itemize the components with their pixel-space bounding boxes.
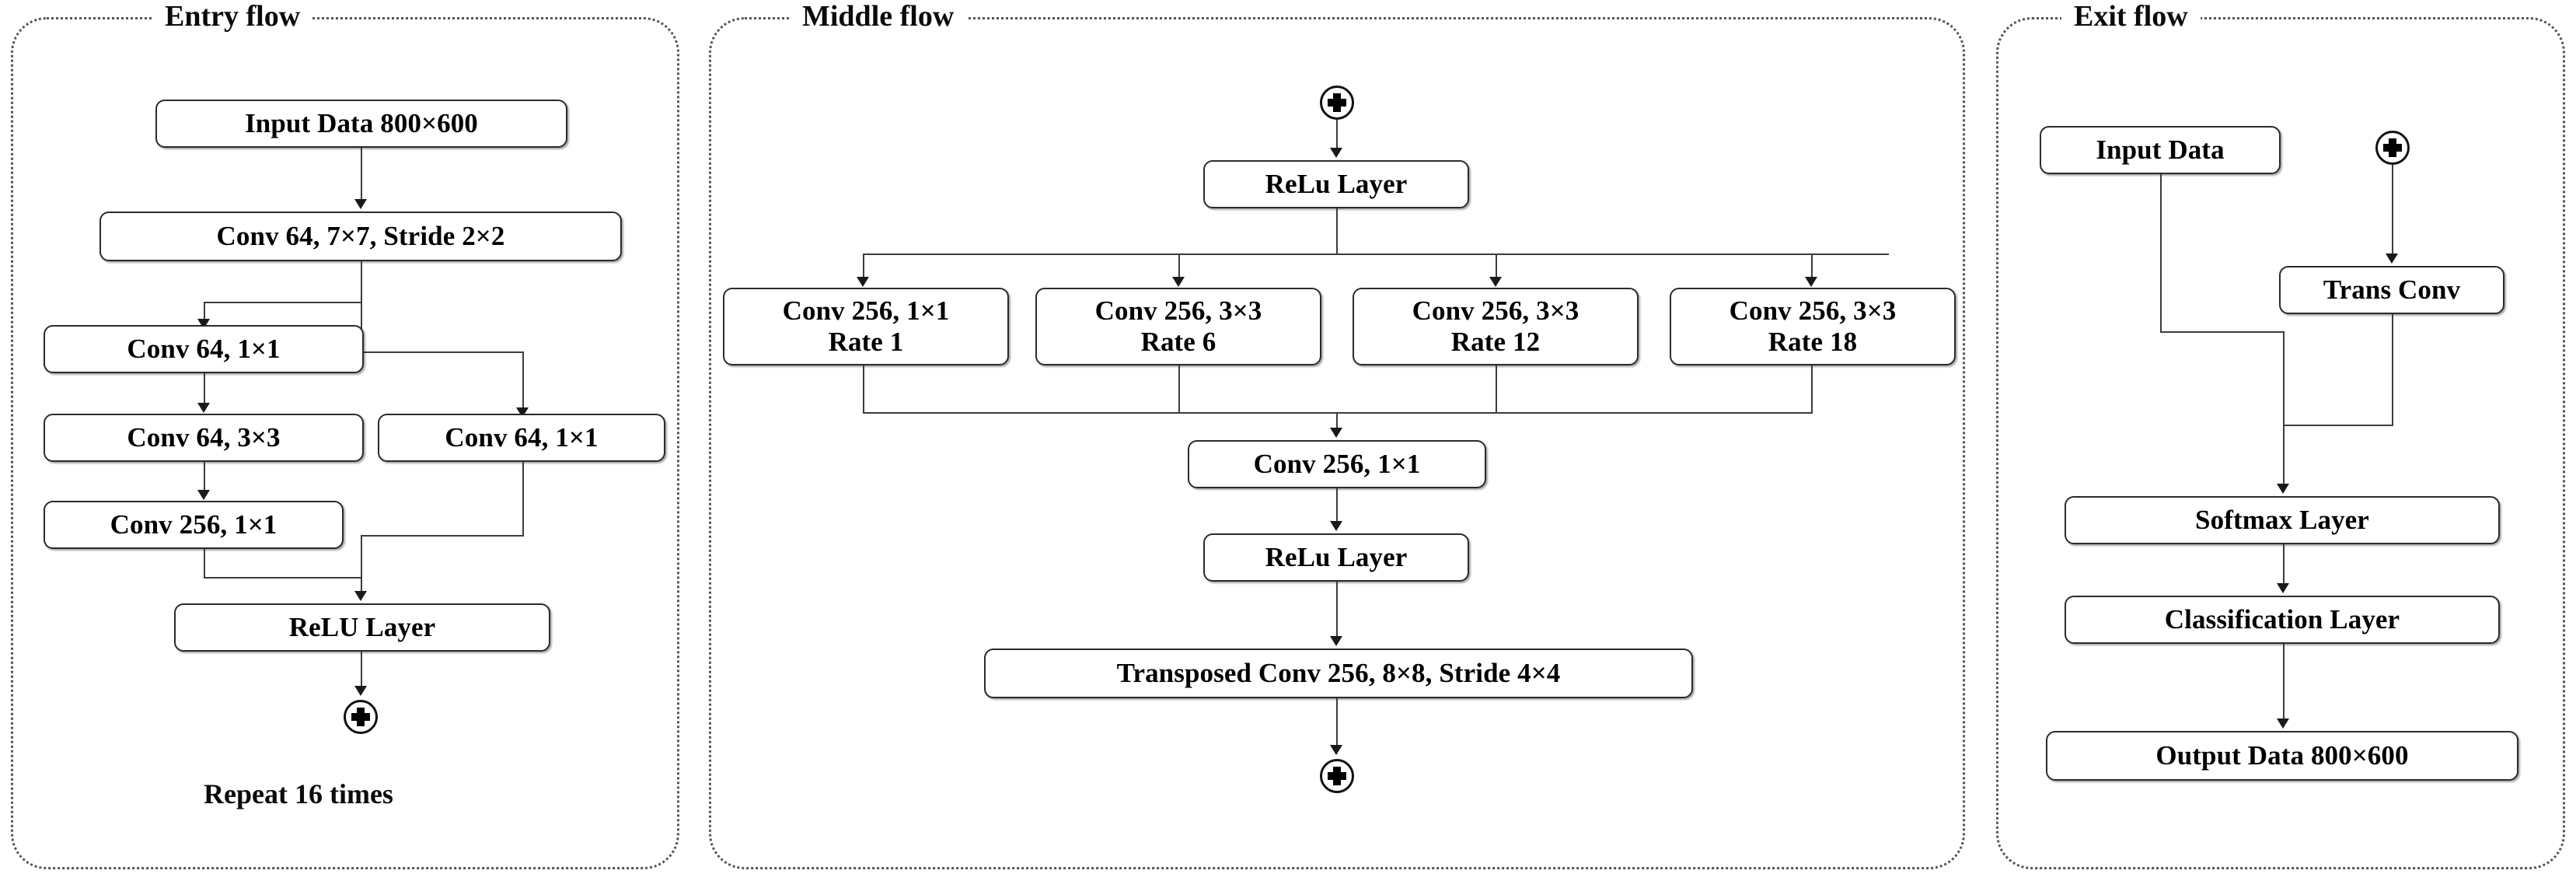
connector-entry-merge-bar: [204, 577, 362, 579]
node-middle-aspp-rate6-line2: Rate 6: [1140, 327, 1216, 357]
node-middle-aspp-rate18-line1: Conv 256, 3×3: [1729, 295, 1897, 326]
arrowhead-entry-conv7: [354, 199, 367, 209]
node-middle-aspp-rate6: Conv 256, 3×3 Rate 6: [1035, 288, 1321, 365]
connector-middle-transconv-to-add: [1336, 698, 1338, 750]
connector-exit-merge-bar: [2283, 425, 2393, 426]
node-middle-aspp-rate18: Conv 256, 3×3 Rate 18: [1670, 288, 1956, 365]
connector-entry-conv256-down: [204, 549, 205, 579]
connector-entry-split-bar: [204, 302, 362, 303]
connector-exit-input-right: [2160, 331, 2285, 333]
plus-circle-icon-exit-add: [2375, 131, 2410, 165]
connector-entry-input-to-conv7: [361, 148, 362, 204]
node-middle-aspp-rate1: Conv 256, 1×1 Rate 1: [723, 288, 1009, 365]
node-exit-input: Input Data: [2040, 126, 2281, 174]
connector-middle-merge-bar: [863, 412, 1813, 414]
arrowhead-middle-relu-top: [1330, 148, 1342, 158]
node-entry-conv1x1-b: Conv 64, 1×1: [378, 414, 665, 462]
node-middle-relu-bottom: ReLu Layer: [1203, 533, 1469, 582]
arrowhead-middle-aspp18: [1805, 277, 1817, 287]
panel-title-middle-flow: Middle flow: [790, 2, 967, 31]
connector-middle-fanout-stub: [1336, 208, 1338, 255]
connector-entry-skipb-down: [522, 462, 524, 537]
connector-middle-drop-1: [863, 253, 864, 281]
connector-middle-drop-4: [1811, 253, 1813, 281]
arrowhead-exit-output: [2277, 718, 2289, 729]
connector-middle-merge-2: [1178, 365, 1180, 414]
connector-entry-split-left: [204, 302, 205, 323]
node-entry-conv7x7: Conv 64, 7×7, Stride 2×2: [99, 212, 622, 261]
connector-entry-skip-down: [361, 302, 362, 353]
connector-entry-skip-drop: [522, 351, 524, 412]
panel-entry-flow: [11, 17, 679, 869]
connector-entry-conv3-to-conv256: [204, 462, 205, 495]
connector-middle-drop-3: [1496, 253, 1497, 281]
plus-circle-icon-entry-add: [344, 700, 378, 734]
panel-title-entry-flow: Entry flow: [152, 2, 313, 31]
connector-entry-relu-to-add: [361, 652, 362, 690]
connector-middle-relu-to-transconv: [1336, 582, 1338, 641]
connector-middle-add-to-relu: [1336, 120, 1338, 154]
node-entry-conv3x3: Conv 64, 3×3: [44, 414, 364, 462]
node-entry-conv256: Conv 256, 1×1: [44, 501, 344, 549]
arrowhead-exit-classify: [2277, 583, 2289, 593]
connector-entry-conv7-stub: [361, 261, 362, 303]
connector-exit-classify-to-output: [2283, 644, 2285, 723]
panel-middle-flow: [709, 17, 1965, 869]
arrowhead-exit-softmax: [2277, 484, 2289, 494]
connector-middle-merge-4: [1811, 365, 1813, 414]
connector-entry-skip-right: [361, 351, 524, 353]
node-exit-classification: Classification Layer: [2065, 596, 2500, 644]
node-entry-input: Input Data 800×600: [155, 100, 567, 148]
connector-middle-merge-drop: [1336, 412, 1338, 432]
node-exit-output: Output Data 800×600: [2046, 731, 2518, 781]
node-entry-conv1x1-a: Conv 64, 1×1: [44, 325, 364, 373]
connector-exit-input-drop: [2283, 331, 2285, 428]
arrowhead-entry-conv256: [197, 490, 210, 500]
arrowhead-entry-relu: [354, 591, 367, 601]
node-middle-transposed-conv: Transposed Conv 256, 8×8, Stride 4×4: [984, 649, 1693, 698]
node-middle-conv256: Conv 256, 1×1: [1188, 440, 1486, 488]
arrowhead-middle-relu-bot: [1330, 521, 1342, 531]
connector-exit-merge-drop: [2283, 425, 2285, 488]
node-middle-aspp-rate12-line1: Conv 256, 3×3: [1412, 295, 1579, 326]
connector-exit-softmax-to-classify: [2283, 544, 2285, 588]
plus-circle-icon-middle-bottom: [1320, 759, 1354, 793]
plus-circle-icon-middle-top: [1320, 86, 1354, 120]
connector-middle-drop-2: [1178, 253, 1180, 281]
arrowhead-middle-conv256: [1330, 428, 1342, 438]
node-middle-aspp-rate6-line1: Conv 256, 3×3: [1094, 295, 1262, 326]
node-middle-aspp-rate1-line2: Rate 1: [828, 327, 904, 357]
connector-exit-transconv-down: [2392, 314, 2393, 426]
node-middle-aspp-rate12: Conv 256, 3×3 Rate 12: [1353, 288, 1639, 365]
node-middle-aspp-rate18-line2: Rate 18: [1768, 327, 1858, 357]
arrowhead-middle-transconv: [1330, 636, 1342, 646]
node-exit-softmax: Softmax Layer: [2065, 496, 2500, 544]
connector-middle-merge-3: [1496, 365, 1497, 414]
arrowhead-middle-aspp6: [1172, 277, 1185, 287]
connector-middle-conv256-to-relu: [1336, 488, 1338, 526]
node-entry-relu: ReLU Layer: [174, 603, 550, 652]
connector-exit-input-down: [2160, 174, 2162, 333]
arrowhead-middle-add-bottom: [1330, 745, 1342, 755]
connector-entry-skipb-left: [361, 535, 524, 537]
connector-middle-merge-1: [863, 365, 864, 414]
panel-title-exit-flow: Exit flow: [2061, 2, 2201, 31]
arrowhead-middle-aspp12: [1489, 277, 1502, 287]
arrowhead-entry-add: [354, 686, 367, 696]
arrowhead-middle-aspp1: [857, 277, 869, 287]
node-middle-relu-top: ReLu Layer: [1203, 160, 1469, 208]
arrowhead-entry-conv3: [197, 403, 210, 413]
connector-entry-skipb-drop: [361, 535, 362, 597]
node-middle-aspp-rate12-line2: Rate 12: [1450, 327, 1541, 357]
arrowhead-exit-transconv: [2386, 253, 2398, 264]
connector-middle-fanout-bar: [863, 253, 1889, 255]
connector-exit-add-to-transconv: [2392, 165, 2393, 258]
panel-exit-flow: [1996, 17, 2565, 869]
connector-entry-conv1a-to-conv3: [204, 373, 205, 407]
node-exit-trans-conv: Trans Conv: [2279, 266, 2504, 314]
entry-flow-repeat-caption: Repeat 16 times: [204, 778, 393, 809]
node-middle-aspp-rate1-line1: Conv 256, 1×1: [782, 295, 950, 326]
